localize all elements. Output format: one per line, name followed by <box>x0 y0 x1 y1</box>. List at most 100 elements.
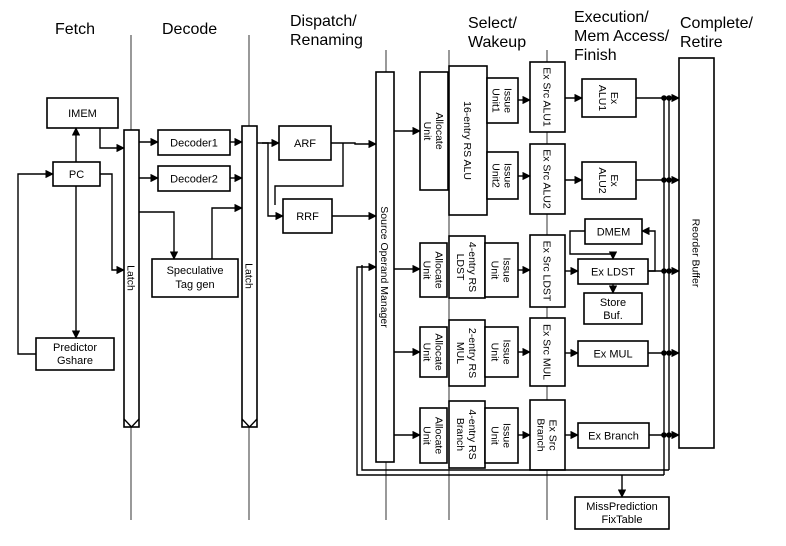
label-line: Ex LDST <box>591 267 635 279</box>
label-line: Ex Src <box>546 420 558 451</box>
label-line: Decoder1 <box>170 138 218 150</box>
label-line: Allocate <box>432 251 444 289</box>
label-line: Ex Src ALU1 <box>540 67 552 127</box>
label-line: Source Operand Manager <box>378 206 390 328</box>
label-line: Gshare <box>57 355 93 367</box>
label-line: 2-entry RS <box>466 328 478 378</box>
label-line: Latch <box>124 265 136 291</box>
reorder-buffer-block <box>678 57 715 449</box>
decoder1-block <box>157 129 231 156</box>
exsrc-ldst-label: Ex Src LDST <box>540 241 552 302</box>
arf-label: ARF <box>294 138 316 150</box>
label-line: Issue <box>500 257 512 282</box>
wire-latch1-spectag <box>139 211 179 260</box>
label-line: Unit <box>488 261 500 280</box>
label-line: Issue <box>501 163 513 188</box>
label-line: Ex MUL <box>593 349 632 361</box>
decoder1-label: Decoder1 <box>170 138 218 150</box>
rs-mul-block <box>448 319 486 387</box>
imem-label: IMEM <box>68 108 97 120</box>
issue-br-block <box>484 407 519 464</box>
label-line: Predictor <box>53 342 97 354</box>
label-line: Issue <box>501 88 513 113</box>
alloc-mul-label: AllocateUnit <box>420 333 444 371</box>
label-line: 16-entry RS ALU <box>461 101 473 180</box>
latch-1-label: Latch <box>124 265 136 291</box>
rs-br-block <box>448 400 486 469</box>
label-line: Unit <box>420 343 432 362</box>
rrf-label: RRF <box>296 211 319 223</box>
issue-unit1-block <box>486 77 519 124</box>
junction-dot <box>661 95 667 101</box>
label-line: 4-entry RS <box>466 242 478 292</box>
stage-dispatch: Dispatch/Renaming <box>290 13 363 49</box>
label-line: DMEM <box>597 227 631 239</box>
label-line: Decoder2 <box>170 174 218 186</box>
rrf-block <box>282 198 333 234</box>
label-line: Issue <box>500 339 512 364</box>
alloc-br-block <box>419 407 448 464</box>
reorder-buffer-label: Reorder Buffer <box>689 219 701 288</box>
label-line: Reorder Buffer <box>689 219 701 288</box>
label-line: Issue <box>500 423 512 448</box>
label-line: Complete/ <box>680 15 753 32</box>
exsrc-alu2-block <box>529 143 566 215</box>
wire-pc-latch <box>100 173 125 275</box>
label-line: Tag gen <box>175 279 214 291</box>
exsrc-alu1-label: Ex Src ALU1 <box>540 67 552 127</box>
rs-mul-label: 2-entry RSMUL <box>454 328 478 378</box>
decoder2-block <box>157 165 231 192</box>
label-line: Ex Src ALU2 <box>540 149 552 209</box>
label-line: Latch <box>242 263 254 289</box>
issue-ldst-block <box>484 242 519 298</box>
label-line: Renaming <box>290 32 363 49</box>
exsrc-br-label: Ex SrcBranch <box>534 418 558 451</box>
ex-branch-label: Ex Branch <box>588 431 639 443</box>
label-line: Unit <box>488 343 500 362</box>
label-line: Ex <box>608 174 620 187</box>
junction-dot <box>666 432 672 438</box>
alloc-ldst-label: AllocateUnit <box>420 251 444 289</box>
rs-ldst-label: 4-entry RSLDST <box>454 242 478 292</box>
label-line: Execution/ <box>574 9 649 26</box>
rs-br-label: 4-entry RSBranch <box>454 409 478 459</box>
ex-alu2-block <box>581 161 637 200</box>
label-line: Ex Src LDST <box>540 241 552 302</box>
issue-br-label: IssueUnit <box>488 423 512 448</box>
alloc-br-label: AllocateUnit <box>420 417 444 455</box>
wire-latch2-rrf <box>262 142 284 221</box>
label-line: Finish <box>574 47 617 64</box>
stage-decode: Decode <box>162 21 217 38</box>
junction-dot <box>666 268 672 274</box>
label-line: Fetch <box>55 21 95 38</box>
ex-alu1-label: ExALU1 <box>596 85 620 111</box>
label-line: LDST <box>454 254 466 281</box>
stage-complete: Complete/Retire <box>680 15 753 51</box>
latch-2-label: Latch <box>242 263 254 289</box>
label-line: Allocate <box>432 333 444 371</box>
exsrc-ldst-block <box>529 234 566 308</box>
label-line: PC <box>69 169 84 181</box>
wire-imem-latch <box>99 128 125 153</box>
wire-dmem-exldst <box>569 230 618 260</box>
store-buf-block <box>583 292 643 325</box>
label-line: Mem Access/ <box>574 28 670 45</box>
alloc-alu-block <box>419 71 449 191</box>
label-line: Unit <box>421 122 433 141</box>
pc-label: PC <box>69 169 84 181</box>
label-line: IMEM <box>68 108 97 120</box>
rs-ldst-block <box>448 235 486 299</box>
wire-feedback-som-2 <box>361 265 669 471</box>
rs-alu-block <box>448 65 488 216</box>
junction-dot <box>661 268 667 274</box>
junction-dot <box>666 350 672 356</box>
wire-arf-loop <box>274 143 344 205</box>
junction-dot <box>661 350 667 356</box>
imem-block <box>46 97 119 129</box>
ex-ldst-block <box>577 258 649 285</box>
